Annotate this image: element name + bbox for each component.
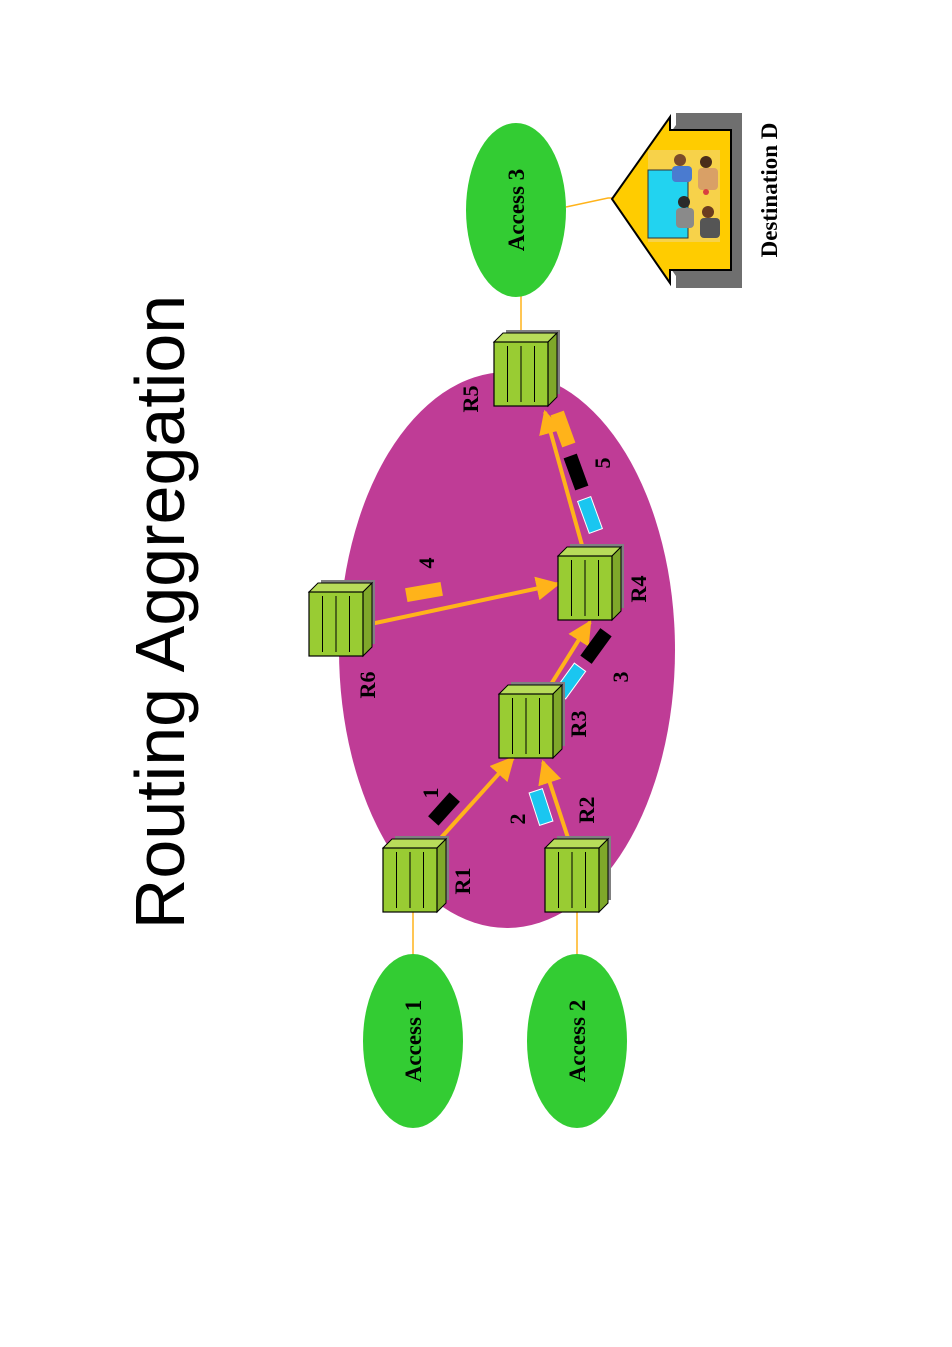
packet-step5-cyan xyxy=(576,495,604,535)
access-node-label-1: Access 1 xyxy=(401,1000,426,1082)
step-label-1: 1 xyxy=(418,788,443,799)
access-node-3 xyxy=(466,123,566,297)
arrow-r6-r4 xyxy=(365,576,561,627)
step-label-2: 2 xyxy=(505,814,530,825)
router-icon-r1 xyxy=(381,836,449,914)
step-label-5: 5 xyxy=(590,458,615,469)
access-node-2 xyxy=(527,954,627,1128)
page-title: Routing Aggregation xyxy=(121,295,199,929)
access-node-label-3: Access 3 xyxy=(504,169,529,251)
router-label-r2: R2 xyxy=(574,797,599,824)
packet-step1-black xyxy=(428,792,460,826)
access-node-label-2: Access 2 xyxy=(565,1000,590,1082)
packet-step5-orange xyxy=(550,410,576,448)
router-label-r6: R6 xyxy=(355,672,380,699)
router-label-r5: R5 xyxy=(458,386,483,413)
router-label-r4: R4 xyxy=(626,576,651,603)
arrow-r2-r3 xyxy=(538,759,574,851)
packet-step2-cyan xyxy=(528,788,554,826)
step-label-3: 3 xyxy=(608,672,633,683)
router-label-r3: R3 xyxy=(566,711,591,738)
router-icon-r4 xyxy=(556,544,624,622)
router-icon-r2 xyxy=(543,836,611,914)
router-icon-r6 xyxy=(307,580,375,658)
destination-label: Destination D xyxy=(757,123,782,258)
router-icon-r5 xyxy=(492,330,560,408)
step-label-4: 4 xyxy=(414,558,439,569)
packet-step4-orange xyxy=(405,581,443,603)
access-node-1 xyxy=(363,954,463,1128)
router-icon-r3 xyxy=(497,682,565,760)
packet-step3-black xyxy=(580,628,612,664)
link-access3-destination xyxy=(565,197,616,208)
packet-step5-black xyxy=(563,453,589,491)
arrow-r1-r3 xyxy=(428,756,515,852)
arrow-r4-r5 xyxy=(539,409,587,557)
house-with-people-icon xyxy=(610,113,742,288)
router-label-r1: R1 xyxy=(450,868,475,895)
